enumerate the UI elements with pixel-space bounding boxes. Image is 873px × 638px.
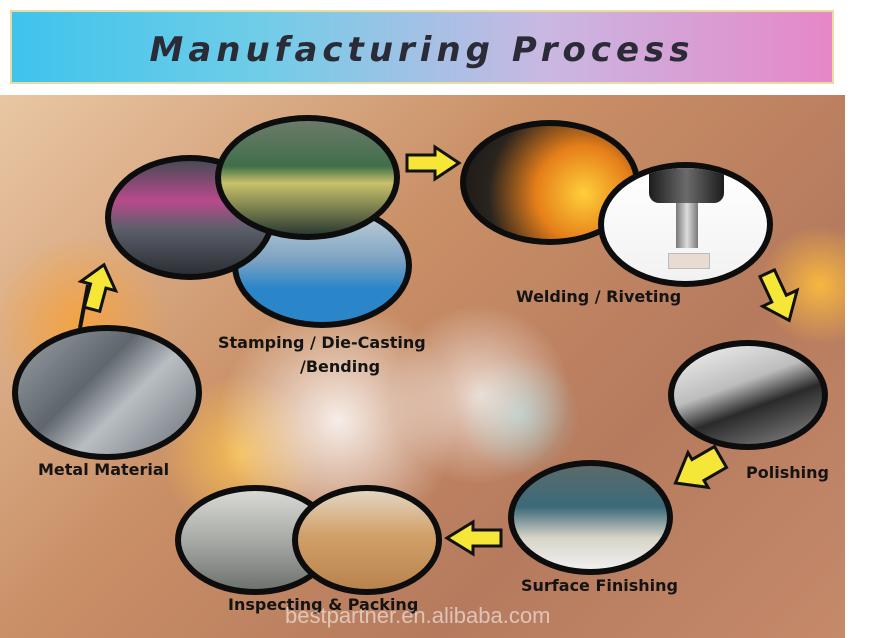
polishing-photo: [668, 340, 828, 450]
step-label-stamping-line1: Stamping / Die-Casting: [218, 333, 426, 352]
packing-photo: [292, 485, 442, 595]
watermark: bestpartner.en.alibaba.com: [285, 603, 551, 628]
step-label-polishing: Polishing: [746, 463, 829, 482]
surface-finishing-photo: [508, 460, 673, 575]
arrow-right-icon: [405, 144, 462, 182]
arrow-down-left-icon: [673, 444, 729, 490]
arrow-left-icon: [444, 519, 503, 557]
step-label-surface: Surface Finishing: [521, 576, 678, 595]
metal-material-photo: [12, 325, 202, 460]
page-title: Manufacturing Process: [149, 30, 695, 70]
arrow-up-icon: [77, 262, 119, 314]
arrow-down-right-icon: [757, 267, 800, 323]
riveting-photo: [598, 162, 773, 287]
step-label-welding: Welding / Riveting: [516, 287, 682, 306]
header-frame: Manufacturing Process: [0, 0, 873, 95]
title-banner: Manufacturing Process: [10, 10, 834, 84]
right-margin: [845, 95, 873, 638]
step-label-stamping-line2: /Bending: [300, 357, 381, 376]
step-label-inspecting: Inspecting & Packing: [228, 595, 419, 614]
die-casting-photo: [215, 115, 400, 240]
step-label-metal: Metal Material: [38, 460, 170, 479]
